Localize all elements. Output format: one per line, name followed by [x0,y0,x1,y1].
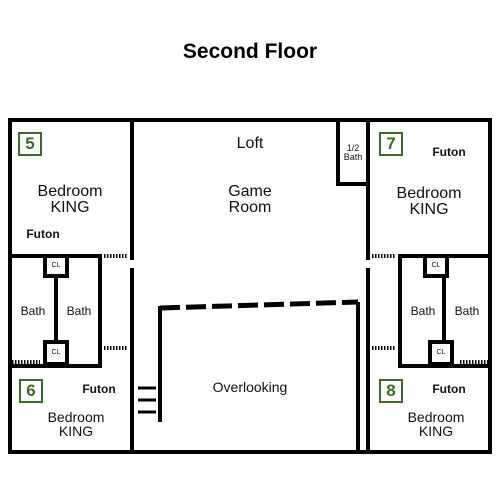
bedroom-5-futon: Futon [26,227,60,241]
walls [8,118,492,454]
bedroom-7-label: Bedroom KING [396,185,462,218]
bedroom-6-futon: Futon [82,382,116,396]
overlooking-label: Overlooking [212,379,288,395]
closet-right-top-shape [423,254,449,278]
stairs [138,386,156,414]
closet-left-bottom-shape [43,340,69,366]
closet-right-top: CL [431,262,441,269]
closet-left-top-shape [43,254,69,278]
game-room-label: Game Room [228,183,272,216]
outer-wall [8,118,492,454]
room-number-8: 8 [379,379,403,403]
closet-left-top: CL [51,262,61,269]
closet-right-bottom: CL [436,349,446,356]
bedroom-7-futon: Futon [432,145,466,159]
half-bath-label: 1/2 Bath [343,143,363,162]
overlook-rail [159,299,359,311]
half-bath-shape [336,118,370,186]
room-number-7: 7 [379,132,403,156]
bath-left-b-label: Bath [66,304,92,318]
closet-left-bottom: CL [51,349,61,356]
closet-right-bottom-shape [428,340,454,366]
bedroom-5-label: Bedroom KING [37,183,103,216]
bedroom-6-label: Bedroom KING [47,409,105,439]
door-openings [12,138,488,364]
bedroom-8-futon: Futon [432,382,466,396]
page-title: Second Floor [182,40,318,63]
bedroom-8-label: Bedroom KING [407,409,465,439]
room-number-5: 5 [18,132,42,156]
bath-right-b-label: Bath [454,304,480,318]
bath-right-a-label: Bath [410,304,436,318]
bath-left-a-label: Bath [20,304,46,318]
room-number-6: 6 [19,379,43,403]
loft-label: Loft [236,135,264,152]
